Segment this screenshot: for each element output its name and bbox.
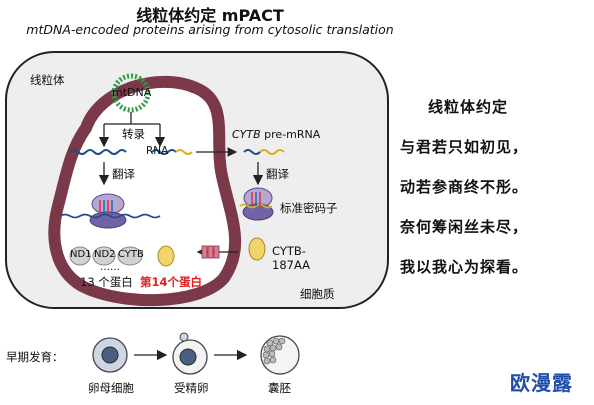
mito-transporter [201, 245, 220, 259]
cytb-187-label-line1: CYTB- [272, 244, 306, 258]
fertilized-egg-label: 受精卵 [174, 381, 209, 395]
mito-label: 线粒体 [30, 73, 65, 87]
blastocyst-cell [260, 335, 300, 375]
rna-strand-blue-left [69, 149, 127, 155]
page-title: 线粒体约定 mPACT [136, 6, 284, 25]
transcription-label: 转录 [122, 127, 145, 141]
mtdna-label: mtDNA [112, 86, 152, 99]
transcription-branch [103, 112, 161, 142]
ribosome-cytosol [239, 187, 274, 221]
early-dev-label: 早期发育： [6, 350, 64, 364]
rna-strand-blue-right [151, 149, 177, 155]
premrna-blue [243, 149, 261, 155]
standard-codon-label: 标准密码子 [280, 201, 338, 215]
cytb-187-label-line2: 187AA [272, 258, 311, 272]
fourteenth-protein-label: 第14个蛋白 [140, 275, 203, 289]
cytb-label: CYTB [118, 249, 144, 260]
poem-line-4: 我以我心为探看。 [400, 258, 529, 276]
rna-label: RNA [146, 145, 169, 157]
premrna-yellow [259, 149, 285, 155]
premrna-suffix: pre-mRNA [260, 128, 321, 141]
cytb-premrna-label: CYTB pre-mRNA [232, 128, 320, 141]
blastocyst-label: 囊胚 [268, 381, 291, 395]
poem-line-3: 奈何筹闲丝未尽， [400, 218, 529, 236]
fertilized-egg-cell [172, 332, 208, 375]
cytb-187aa-protein [248, 237, 266, 261]
nd2-label: ND2 [94, 249, 116, 260]
dots-label: …… [100, 262, 120, 273]
poem-line-2: 动若参商终不彤。 [400, 178, 529, 196]
author-badge: 欧漫露 [510, 371, 573, 395]
oocyte-label: 卵母细胞 [88, 381, 134, 395]
cytoplasm-label: 细胞质 [300, 287, 335, 301]
poem-title: 线粒体约定 [428, 98, 509, 116]
ribosome-mito [59, 193, 161, 229]
oocyte-cell [92, 337, 128, 373]
translation-left-label: 翻译 [112, 167, 135, 181]
mitochondrion-outline [48, 75, 242, 307]
thirteen-proteins-label: 13 个蛋白 [80, 275, 133, 289]
cytb-italic: CYTB [232, 128, 261, 141]
rna-strand-yellow [175, 149, 193, 155]
translation-right-label: 翻译 [266, 167, 289, 181]
nd1-label: ND1 [70, 249, 92, 260]
page-subtitle: mtDNA-encoded proteins arising from cyto… [26, 22, 394, 37]
poem-line-1: 与君若只如初见， [400, 138, 529, 156]
mtdna-circle [111, 73, 151, 113]
protein-complex [69, 245, 175, 267]
